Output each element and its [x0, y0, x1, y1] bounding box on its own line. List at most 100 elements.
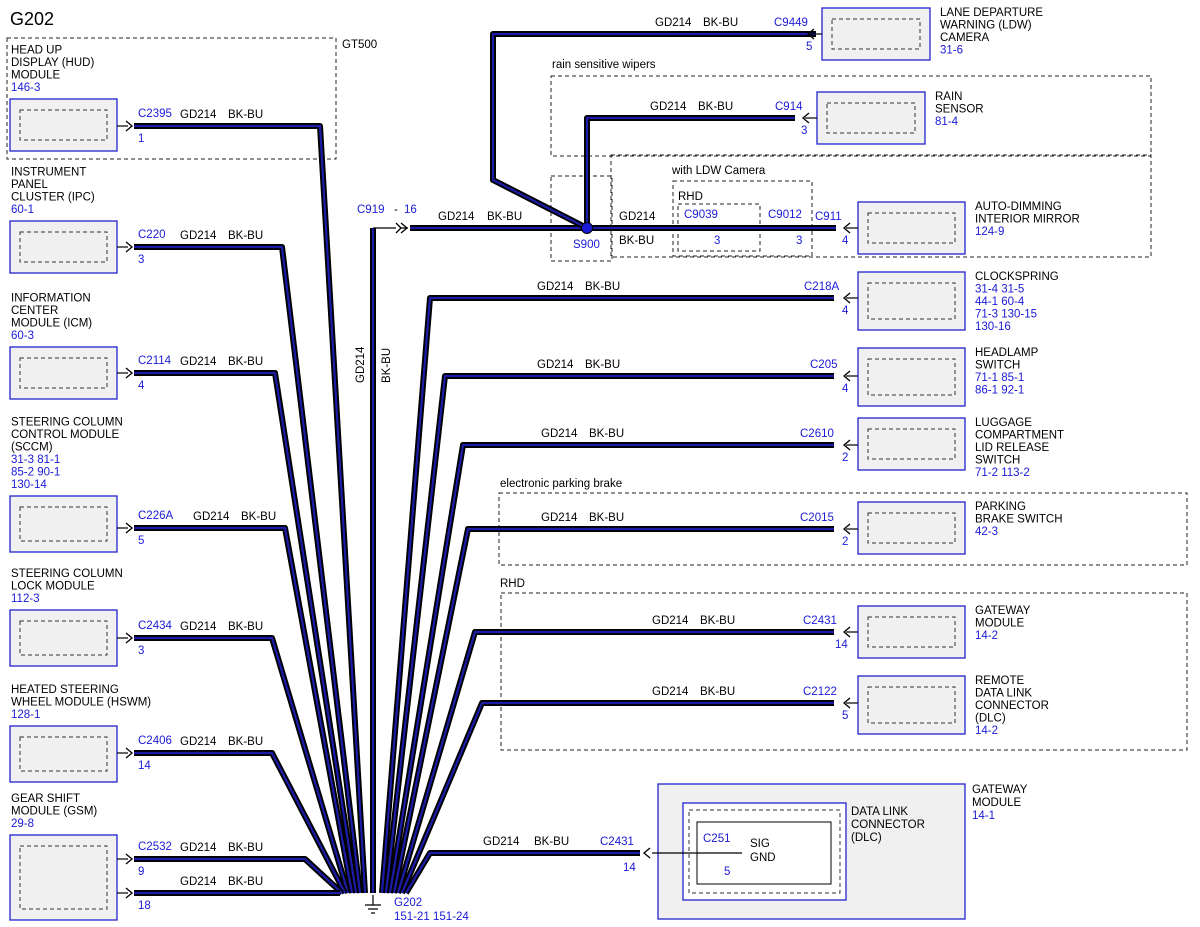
component-box: [9, 346, 118, 400]
component-name: WHEEL MODULE (HSWM): [11, 697, 151, 709]
wire-circuit: GD214: [652, 686, 689, 698]
component-box: [857, 675, 966, 735]
component-name: BRAKE SWITCH: [975, 514, 1063, 526]
splice-option-box: [550, 175, 613, 262]
wire-circuit: GD214: [541, 428, 578, 440]
connector-id: C205: [810, 359, 838, 371]
component-name: STEERING COLUMN: [11, 417, 123, 429]
component-name: RAIN: [935, 91, 962, 103]
s900-mirror-color: BK-BU: [619, 235, 654, 247]
connector-arrow-icon: [125, 887, 134, 899]
gateway-bottom-name-line1: GATEWAY: [972, 784, 1028, 796]
component-name: MODULE: [11, 70, 61, 82]
component-name: HEATED STEERING: [11, 684, 119, 696]
component-ref: 71-1 85-1: [975, 372, 1024, 384]
wire-color: BK-BU: [228, 736, 263, 748]
wire-color: BK-BU: [700, 686, 735, 698]
gateway-bottom-ref: 14-1: [972, 810, 995, 822]
wire-circuit: GD214: [193, 511, 230, 523]
component-name: WARNING (LDW): [940, 20, 1032, 32]
component-ref: 60-3: [11, 330, 34, 342]
connector-arrow-icon: [842, 697, 851, 709]
wire-color: BK-BU: [241, 511, 276, 523]
component-name: SWITCH: [975, 360, 1020, 372]
wire-circuit: GD214: [655, 17, 692, 29]
component-ref: 14-2: [975, 630, 998, 642]
connector-arrow-icon: [842, 439, 851, 451]
diagram-title: G202: [10, 9, 54, 29]
component-box: [9, 495, 118, 553]
connector-pin: 2: [842, 452, 848, 464]
wire-lock: [134, 635, 351, 894]
connector-arrow-icon: [801, 112, 810, 124]
ground-icon: [365, 895, 381, 914]
component-box: [857, 201, 966, 255]
component-name: (SCCM): [11, 442, 53, 454]
wire-circuit: GD214: [652, 615, 689, 627]
component-box: [9, 834, 118, 921]
dlc-name-line2: CONNECTOR: [851, 819, 925, 831]
connector-id: C914: [775, 101, 803, 113]
component-name: MODULE: [975, 618, 1025, 630]
trunk-circuit-label: GD214: [355, 346, 367, 383]
wire-circuit: GD214: [180, 876, 217, 888]
gateway-bottom-conn: C2431: [600, 836, 634, 848]
rain-option-box: [550, 75, 1152, 157]
wire-color: BK-BU: [589, 512, 624, 524]
component-name: MODULE (GSM): [11, 806, 97, 818]
component-ref: 60-1: [11, 204, 34, 216]
gateway-module-dlc: C2431 14 C251 5 SIG GND DATA LINK CONNEC…: [483, 783, 1028, 920]
component-box: [9, 220, 118, 274]
component-name: (DLC): [975, 713, 1006, 725]
wire-circuit: GD214: [537, 359, 574, 371]
wire-color: BK-BU: [589, 428, 624, 440]
connector-pin: 4: [138, 380, 145, 392]
component-ref: 146-3: [11, 82, 40, 94]
component-name: LUGGAGE: [975, 417, 1032, 429]
component-box: [857, 417, 966, 471]
component-ref: 31-4 31-5: [975, 284, 1024, 296]
component-name: COMPARTMENT: [975, 430, 1064, 442]
wire-circuit: GD214: [541, 512, 578, 524]
ground-g202: G202 151-21 151-24: [365, 895, 469, 923]
connector-id: C2434: [138, 620, 172, 632]
connector-pin: 4: [842, 305, 849, 317]
component-name: MODULE (ICM): [11, 318, 92, 330]
component-box: [857, 501, 966, 555]
connector-pin: 5: [138, 535, 144, 547]
c9012-pin: 3: [796, 235, 802, 247]
wires: [134, 31, 836, 896]
component-name: LID RELEASE: [975, 442, 1049, 454]
wire-color: BK-BU: [703, 17, 738, 29]
connector-pin: 3: [138, 645, 144, 657]
component-ref: 31-3 81-1: [11, 454, 60, 466]
component-name: PANEL: [11, 179, 48, 191]
wire-circuit: GD214: [180, 621, 217, 633]
component-box: [816, 91, 926, 145]
component-box: [9, 609, 118, 667]
c9039-pin: 3: [714, 235, 720, 247]
wire-color: BK-BU: [228, 356, 263, 368]
wire-color: BK-BU: [534, 836, 569, 848]
connector-pin: 5: [806, 41, 812, 53]
component-box: [857, 347, 966, 407]
connector-arrow-icon: [806, 28, 815, 40]
component-ref: 29-8: [11, 818, 34, 830]
connector-pin: 9: [138, 866, 144, 878]
connector-id: C9449: [774, 17, 808, 29]
component-name: GEAR SHIFT: [11, 793, 80, 805]
component-name: AUTO-DIMMING: [975, 201, 1062, 213]
gateway-bottom-pin: 14: [623, 862, 636, 874]
component-name: HEADLAMP: [975, 347, 1039, 359]
wire-color: BK-BU: [585, 359, 620, 371]
component-name: CAMERA: [940, 32, 990, 44]
wire-circuit: GD214: [180, 736, 217, 748]
